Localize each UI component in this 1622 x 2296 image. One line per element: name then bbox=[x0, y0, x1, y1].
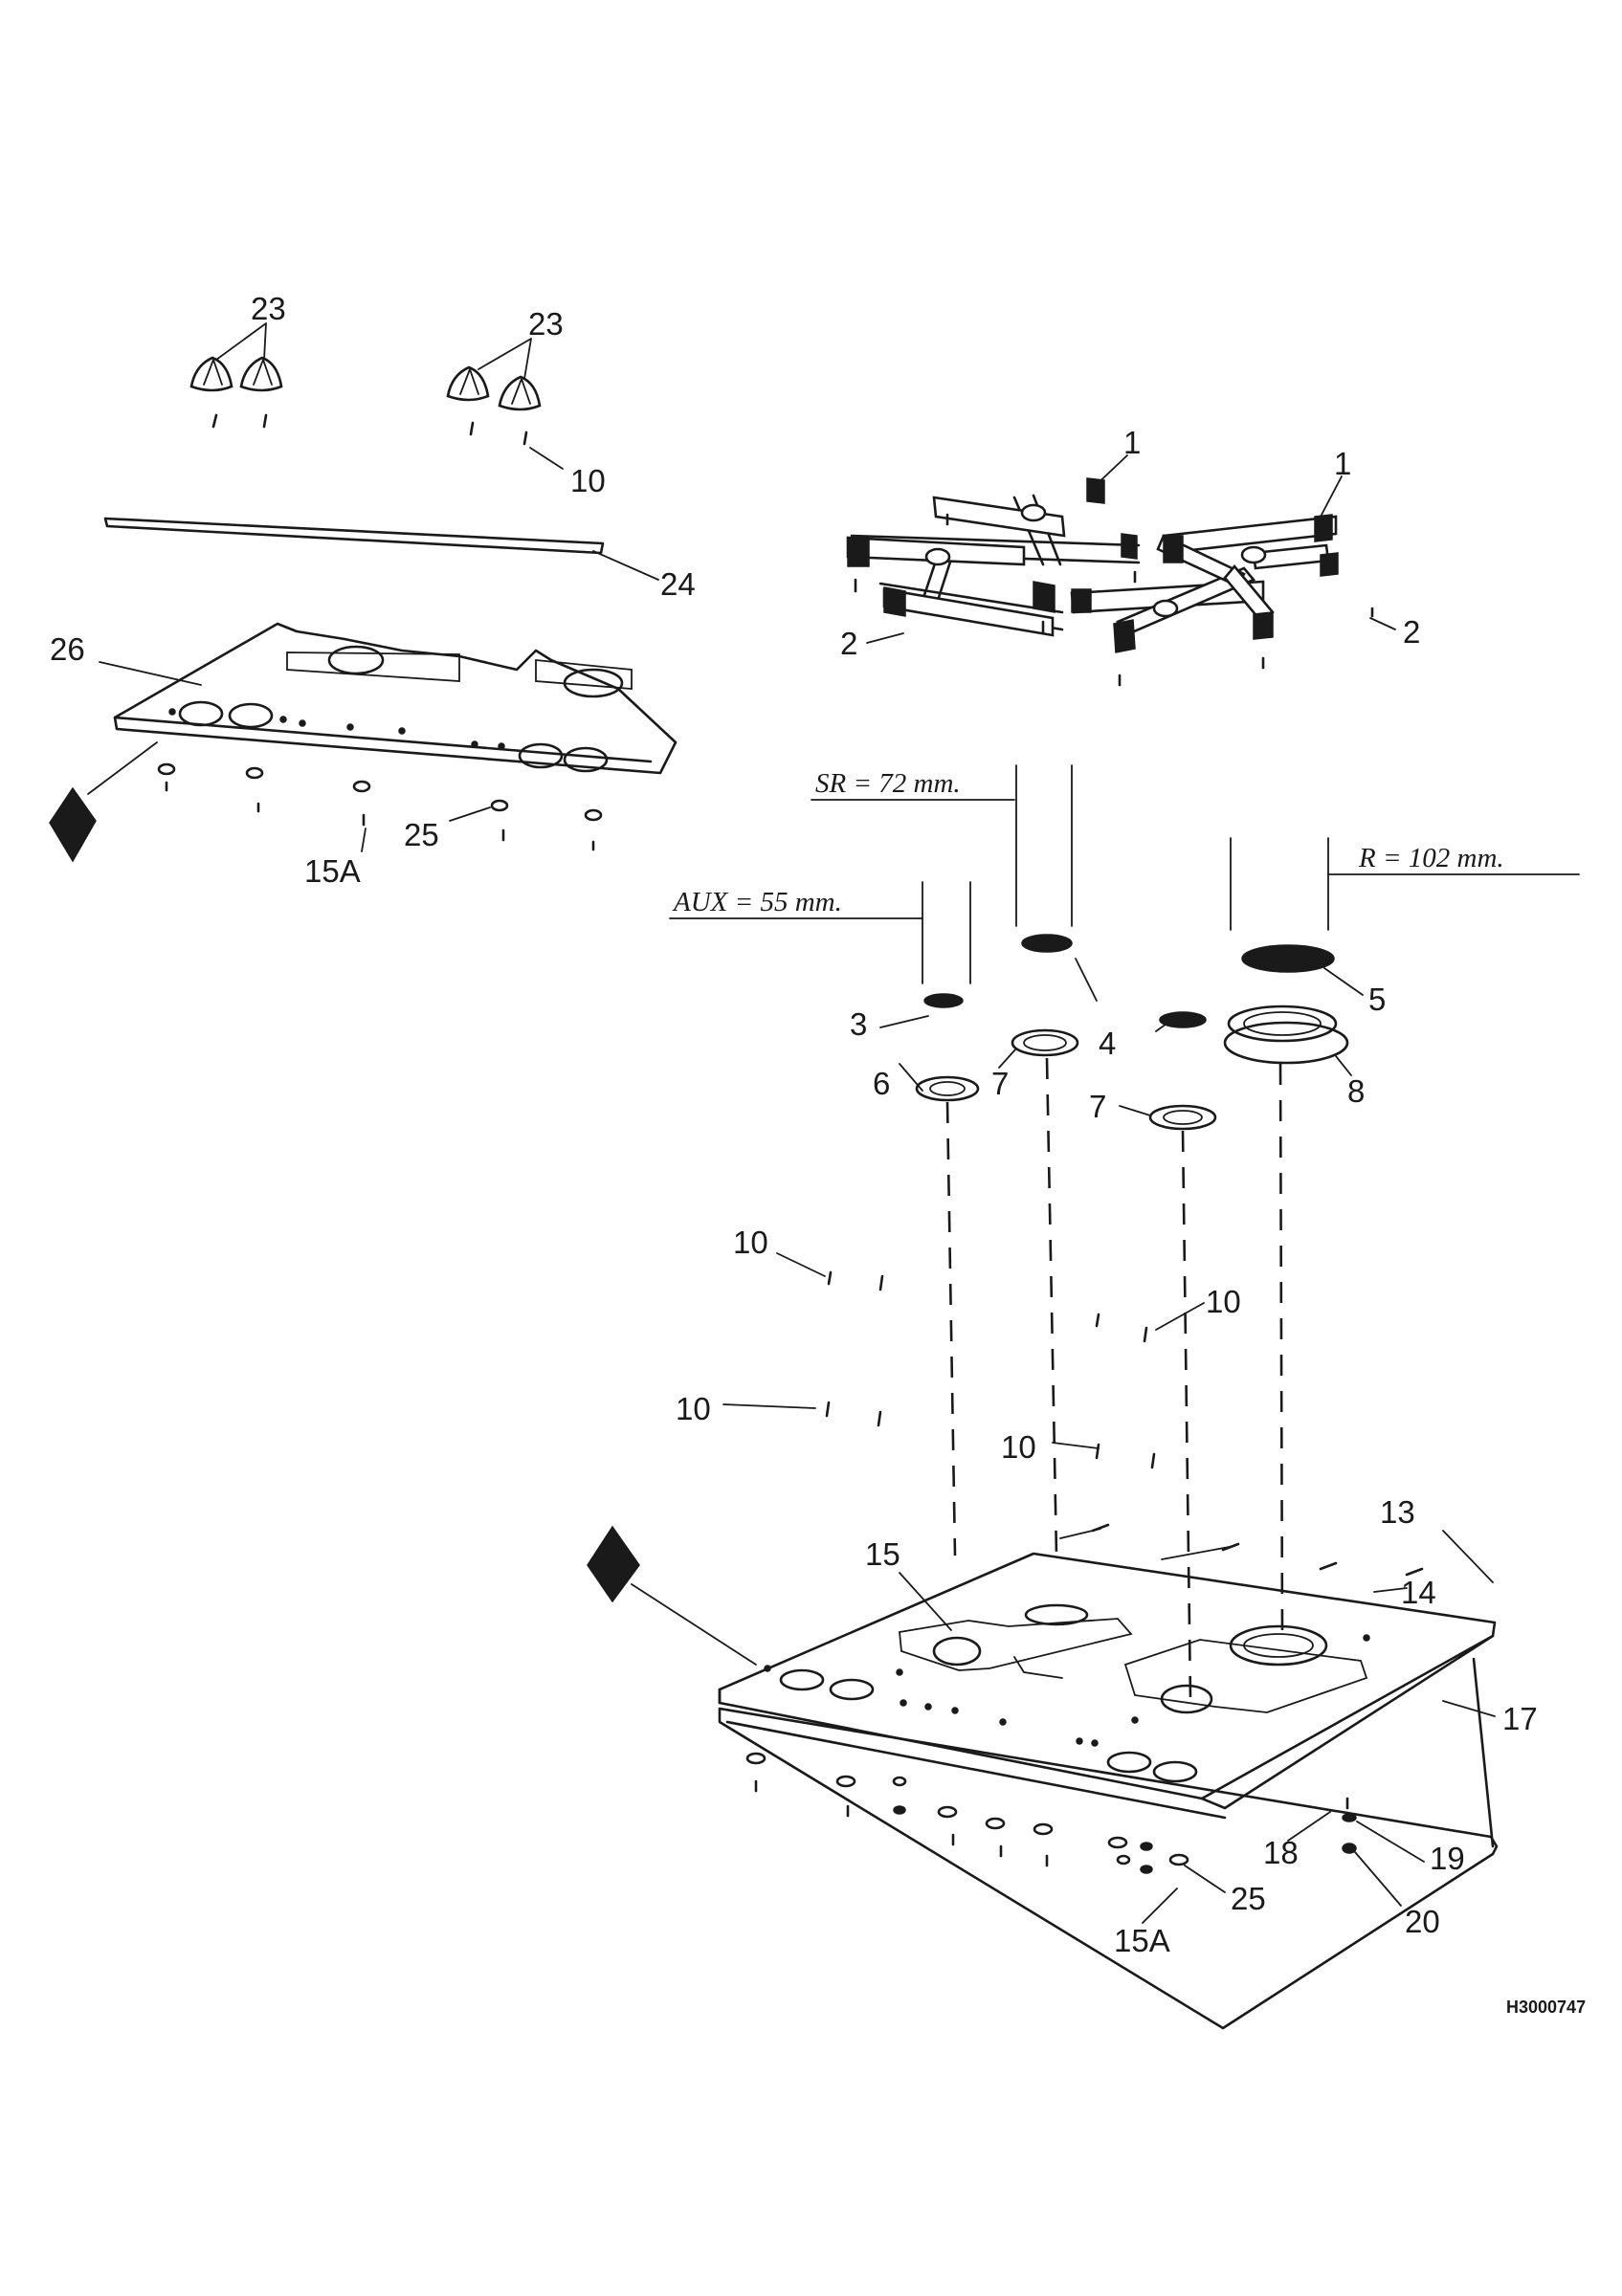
label-25: 25 bbox=[404, 817, 439, 852]
drawing-code: H3000747 bbox=[1506, 1998, 1586, 2017]
label-4: 4 bbox=[1099, 1026, 1116, 1061]
leader-15A-lower bbox=[1142, 1888, 1178, 1924]
label-23: 23 bbox=[251, 291, 286, 326]
centerlines bbox=[945, 1057, 1284, 1700]
label-2: 2 bbox=[1403, 614, 1420, 650]
control-knobs-right bbox=[446, 365, 542, 446]
label-6: 6 bbox=[873, 1066, 890, 1101]
dimension-r: R = 102 mm. bbox=[1358, 843, 1504, 873]
leader-19 bbox=[1356, 1821, 1425, 1863]
dimension-lines bbox=[669, 764, 1580, 984]
dimension-aux: AUX = 55 mm. bbox=[672, 887, 842, 917]
leader-23-right bbox=[478, 338, 532, 380]
label-25: 25 bbox=[1231, 1881, 1266, 1916]
label-10: 10 bbox=[1001, 1429, 1036, 1465]
leader-13 bbox=[1442, 1530, 1494, 1583]
label-1: 1 bbox=[1123, 425, 1141, 460]
upper-fasteners bbox=[157, 762, 603, 851]
part-labels: 23 23 10 1 1 2 2 24 26 25 15A 3 4 5 6 7 … bbox=[50, 291, 1538, 1958]
label-18: 18 bbox=[1263, 1835, 1299, 1870]
control-knobs-left bbox=[189, 356, 283, 429]
label-3: 3 bbox=[850, 1006, 867, 1042]
leader-14 bbox=[1373, 1587, 1408, 1593]
leader-20 bbox=[1354, 1851, 1402, 1907]
label-10: 10 bbox=[733, 1225, 768, 1260]
upper-cooktop-panel bbox=[113, 622, 678, 775]
label-14: 14 bbox=[1401, 1575, 1436, 1610]
label-17: 17 bbox=[1502, 1701, 1538, 1736]
diamond-marker-upper bbox=[49, 786, 97, 863]
trim-strip bbox=[103, 517, 605, 555]
leader-18 bbox=[1287, 1811, 1331, 1842]
leader-diamond-upper bbox=[87, 741, 158, 795]
leader-17 bbox=[1442, 1700, 1496, 1717]
leader-25-upper bbox=[449, 806, 491, 822]
leader-2-left bbox=[866, 632, 904, 644]
leader-1-right bbox=[1320, 475, 1343, 518]
label-10: 10 bbox=[570, 463, 606, 498]
burner-leaders bbox=[879, 958, 1364, 1116]
label-7: 7 bbox=[991, 1066, 1009, 1101]
label-15A: 15A bbox=[1114, 1923, 1170, 1958]
leader-25-lower bbox=[1184, 1865, 1226, 1893]
burner-caps bbox=[923, 934, 1335, 1028]
leader-24 bbox=[592, 550, 659, 581]
label-7: 7 bbox=[1089, 1089, 1106, 1124]
label-24: 24 bbox=[660, 566, 696, 602]
leader-15A-upper bbox=[361, 828, 367, 852]
burner-crowns bbox=[915, 1004, 1349, 1131]
label-10: 10 bbox=[676, 1391, 711, 1426]
label-19: 19 bbox=[1430, 1841, 1465, 1876]
label-26: 26 bbox=[50, 631, 85, 667]
leader-10-top bbox=[529, 447, 564, 470]
leader-diamond-lower bbox=[631, 1583, 757, 1666]
label-2: 2 bbox=[840, 626, 857, 661]
label-23: 23 bbox=[528, 306, 564, 342]
label-15: 15 bbox=[865, 1536, 900, 1572]
screw-leaders bbox=[722, 1252, 1205, 1449]
leader-1-left bbox=[1090, 454, 1128, 491]
leader-2-right bbox=[1369, 617, 1396, 630]
screws-10 bbox=[825, 1270, 1156, 1469]
lower-fasteners bbox=[745, 1752, 1357, 1874]
label-5: 5 bbox=[1368, 982, 1386, 1017]
leader-26 bbox=[99, 661, 202, 686]
label-8: 8 bbox=[1347, 1073, 1365, 1109]
label-15A: 15A bbox=[304, 853, 361, 889]
pan-support-grid bbox=[846, 477, 1374, 687]
diamond-marker-lower bbox=[587, 1525, 640, 1603]
leader-23-left bbox=[215, 322, 267, 361]
dimension-sr: SR = 72 mm. bbox=[815, 768, 961, 799]
leader-15 bbox=[899, 1572, 952, 1631]
label-20: 20 bbox=[1405, 1904, 1440, 1939]
label-13: 13 bbox=[1380, 1494, 1415, 1530]
label-10: 10 bbox=[1206, 1284, 1241, 1319]
lower-cooktop-panel bbox=[718, 1523, 1499, 2030]
label-1: 1 bbox=[1334, 446, 1351, 481]
